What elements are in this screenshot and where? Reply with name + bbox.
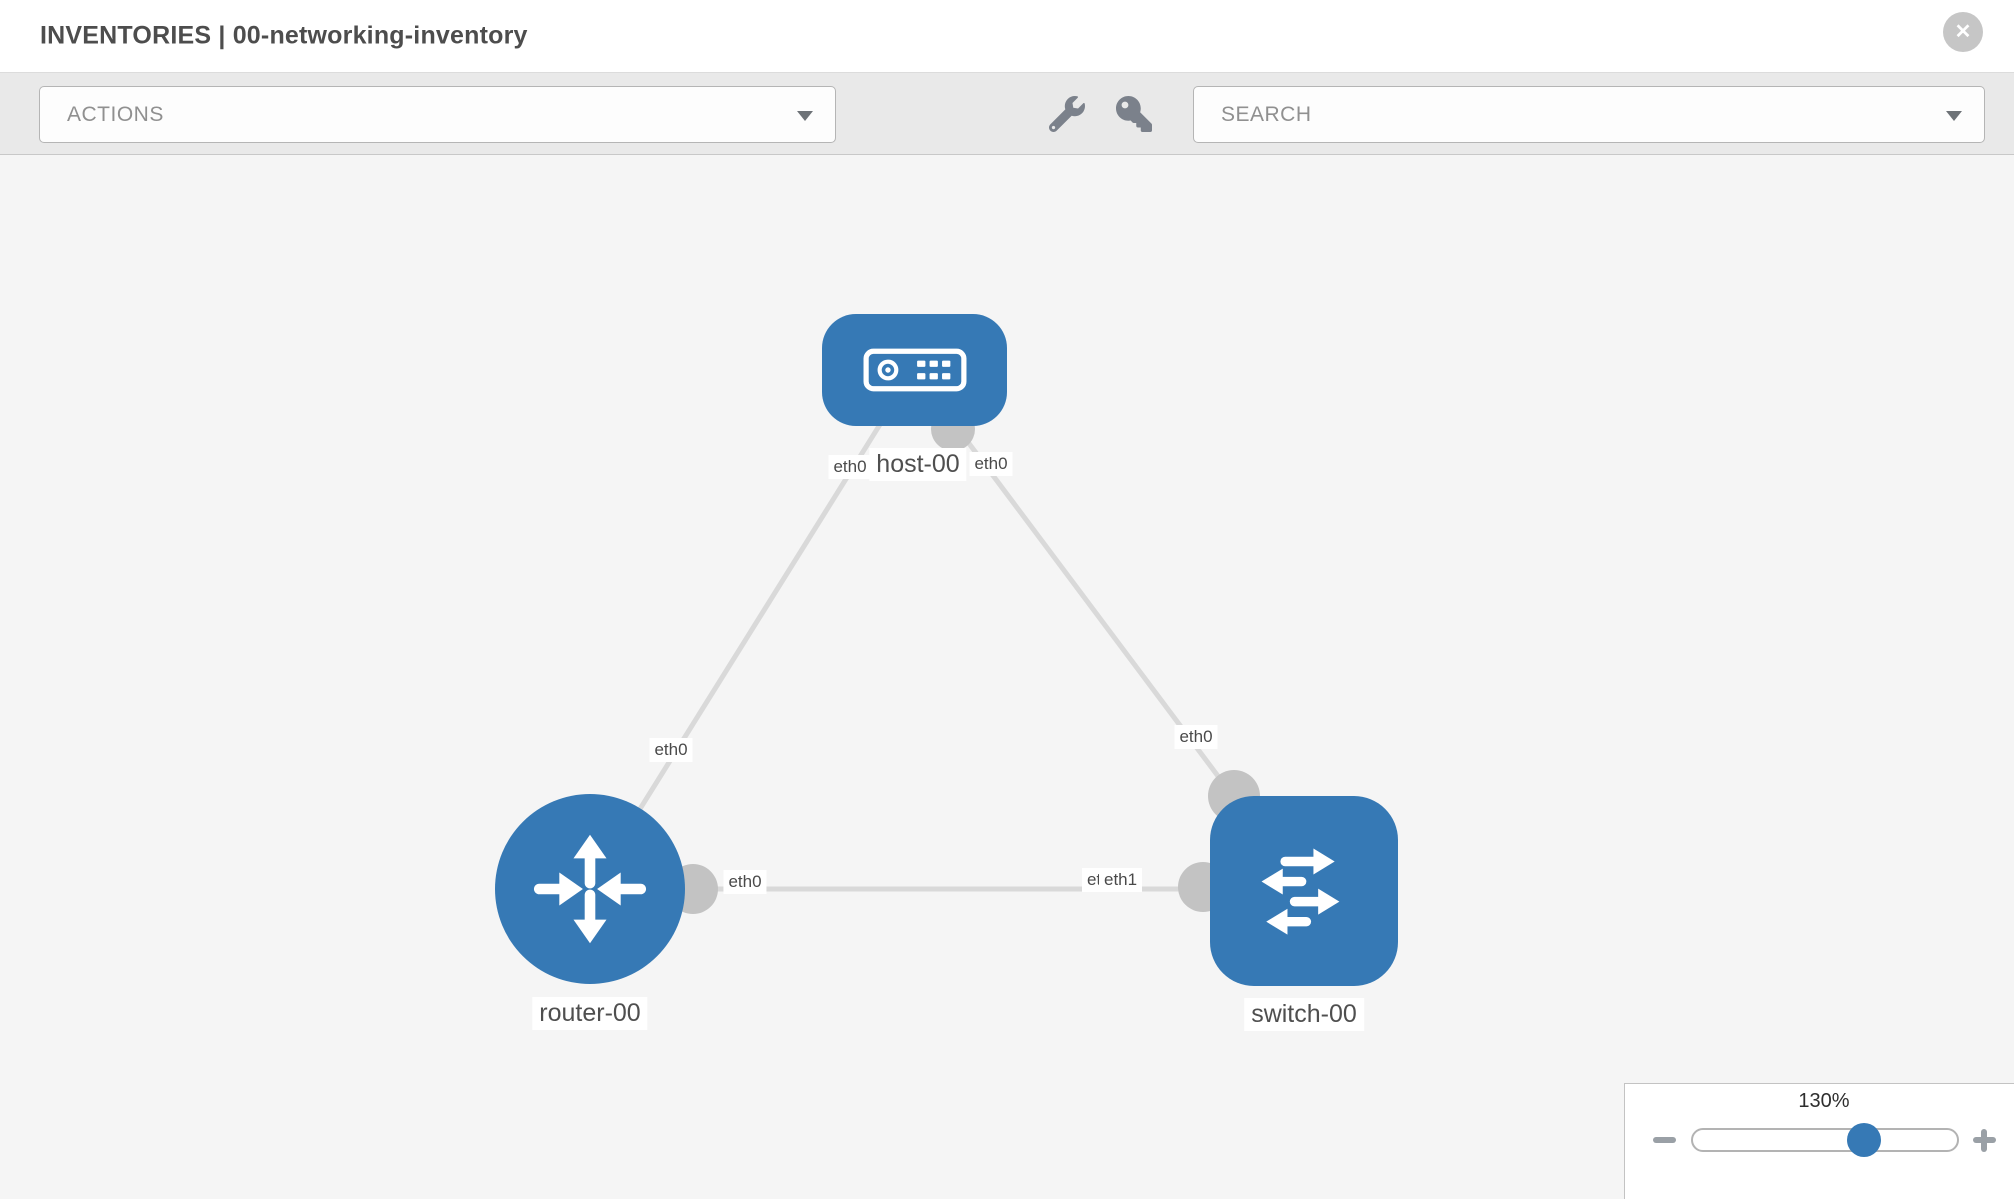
switch-icon <box>1261 848 1340 935</box>
key-icon[interactable] <box>1116 96 1152 132</box>
node-switch-00[interactable] <box>1210 796 1398 986</box>
zoom-slider-thumb[interactable] <box>1847 1123 1881 1157</box>
router-icon <box>533 834 647 944</box>
node-label-switch: switch-00 <box>1244 998 1364 1031</box>
zoom-level-value: 130% <box>1798 1090 1850 1112</box>
zoom-out-icon[interactable] <box>1653 1137 1676 1143</box>
plus-bar <box>1981 1129 1987 1152</box>
node-host-00[interactable] <box>822 314 1007 426</box>
actions-dropdown[interactable]: ACTIONS <box>39 86 836 143</box>
zoom-slider-track[interactable] <box>1691 1128 1959 1152</box>
zoom-control-panel: 130% <box>1624 1083 2014 1199</box>
host-icon <box>863 348 966 392</box>
network-topology-canvas[interactable]: host-00 router-00 switch-00 eth0 eth0 et… <box>0 155 2014 1199</box>
zoom-in-icon[interactable] <box>1973 1129 1996 1152</box>
search-dropdown-label: SEARCH <box>1221 102 1312 126</box>
node-label-router: router-00 <box>532 997 648 1030</box>
actions-dropdown-label: ACTIONS <box>67 102 164 126</box>
interface-label: eth0 <box>828 455 872 479</box>
chevron-down-icon <box>1946 110 1962 121</box>
node-router-00[interactable] <box>495 794 685 984</box>
page-title: INVENTORIES | 00-networking-inventory <box>40 21 528 50</box>
interface-label: eth0 <box>649 738 693 762</box>
toolbar: ACTIONS SEARCH <box>0 73 2014 155</box>
links-layer <box>587 368 1307 914</box>
wrench-icon[interactable] <box>1049 96 1085 132</box>
interface-label: eth0 <box>969 452 1013 476</box>
interface-label: eth0 <box>723 870 767 894</box>
interface-label: eth0 <box>1174 725 1218 749</box>
page-header: INVENTORIES | 00-networking-inventory ✕ <box>0 0 2014 73</box>
interface-label: eth1 <box>1099 868 1143 892</box>
chevron-down-icon <box>797 110 813 121</box>
close-icon[interactable]: ✕ <box>1943 12 1983 52</box>
search-dropdown[interactable]: SEARCH <box>1193 86 1985 143</box>
node-label-host: host-00 <box>869 448 967 481</box>
